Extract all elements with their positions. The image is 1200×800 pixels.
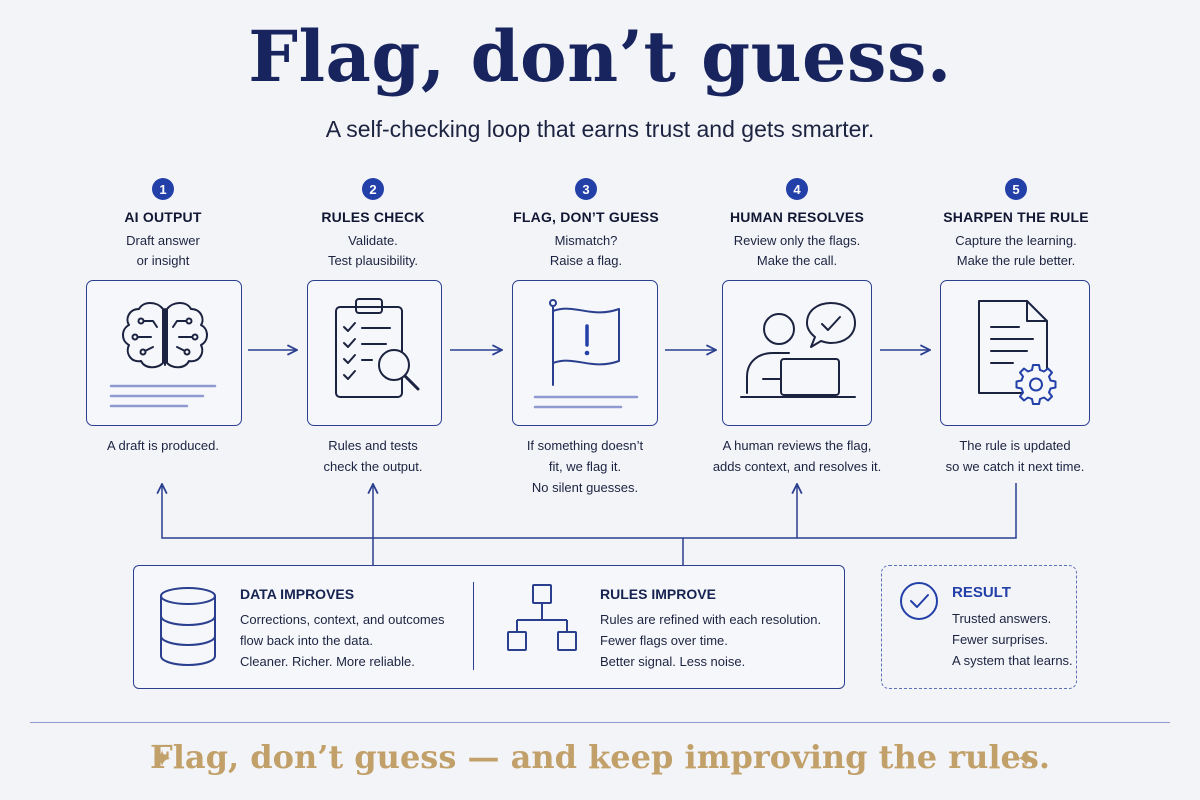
step-4-card	[722, 280, 872, 426]
step-3-number: 3	[575, 178, 597, 200]
footer-divider	[30, 722, 1170, 723]
database-icon	[160, 587, 216, 667]
step-3-sub-1: Mismatch?	[554, 233, 618, 248]
step-4-number: 4	[786, 178, 808, 200]
step-4-desc-1: A human reviews the flag,	[722, 438, 872, 453]
panel-divider	[473, 582, 474, 670]
step-1-title: AI OUTPUT	[124, 209, 202, 225]
flag-icon	[533, 299, 639, 409]
step-3-desc-3: No silent guesses.	[531, 480, 639, 495]
feedback-loop-line	[162, 483, 1017, 539]
result-line-1: Trusted answers.	[952, 611, 1052, 626]
step-5-desc-2: so we catch it next time.	[945, 459, 1085, 474]
step-1-number: 1	[152, 178, 174, 200]
data-improves-title: DATA IMPROVES	[240, 586, 355, 602]
step-1-card	[86, 280, 242, 426]
step-5-sub-2: Make the rule better.	[956, 253, 1076, 268]
data-improves-line-1: Corrections, context, and outcomes	[240, 612, 445, 627]
rules-improve-line-1: Rules are refined with each resolution.	[600, 612, 822, 627]
step-1-desc-1: A draft is produced.	[106, 438, 219, 453]
data-improves-line-3: Cleaner. Richer. More reliable.	[240, 654, 415, 669]
sparkle-icon-left: ✦	[152, 746, 173, 773]
step-2-number: 2	[362, 178, 384, 200]
step-3-desc-1: If something doesn’t	[526, 438, 644, 453]
sparkle-icon-right: ✦	[1016, 746, 1037, 773]
brain-icon	[109, 302, 217, 408]
clipboard-magnifier-icon	[335, 298, 420, 398]
step-2-card	[307, 280, 442, 426]
step-2-title: RULES CHECK	[321, 209, 425, 225]
step-1-sub-2: or insight	[136, 253, 190, 268]
step-2-desc-2: check the output.	[323, 459, 423, 474]
step-5-desc-1: The rule is updated	[959, 438, 1071, 453]
step-3-card	[512, 280, 658, 426]
result-line-3: A system that learns.	[952, 653, 1073, 668]
step-3-sub-2: Raise a flag.	[549, 253, 623, 268]
rules-improve-title: RULES IMPROVE	[600, 586, 716, 602]
step-3-title: FLAG, DON’T GUESS	[513, 209, 659, 225]
step-2-sub-1: Validate.	[348, 233, 398, 248]
document-gear-icon	[978, 300, 1057, 405]
person-laptop-icon	[740, 302, 856, 398]
step-4-sub-2: Make the call.	[756, 253, 838, 268]
step-5-title: SHARPEN THE RULE	[943, 209, 1089, 225]
step-4-title: HUMAN RESOLVES	[730, 209, 864, 225]
step-5-number: 5	[1005, 178, 1027, 200]
page-subtitle: A self-checking loop that earns trust an…	[325, 116, 875, 142]
improvements-panel: DATA IMPROVES Corrections, context, and …	[133, 565, 845, 689]
hierarchy-icon	[507, 584, 577, 651]
result-title: RESULT	[952, 584, 1011, 601]
check-circle-icon	[900, 582, 938, 620]
data-improves-line-2: flow back into the data.	[240, 633, 373, 648]
step-5-card	[940, 280, 1090, 426]
result-panel: RESULT Trusted answers. Fewer surprises.…	[881, 565, 1077, 689]
step-4-desc-2: adds context, and resolves it.	[712, 459, 882, 474]
rules-improve-line-3: Better signal. Less noise.	[600, 654, 746, 669]
step-4-sub-1: Review only the flags.	[733, 233, 861, 248]
step-2-desc-1: Rules and tests	[328, 438, 418, 453]
footer-tagline: Flag, don’t guess — and keep improving t…	[149, 738, 1050, 776]
rules-improve-line-2: Fewer flags over time.	[600, 633, 728, 648]
page-title: Flag, don’t guess.	[248, 15, 952, 98]
step-2-sub-2: Test plausibility.	[327, 253, 419, 268]
step-5-sub-1: Capture the learning.	[955, 233, 1077, 248]
step-1-sub-1: Draft answer	[126, 233, 200, 248]
result-line-2: Fewer surprises.	[952, 632, 1049, 647]
step-3-desc-2: fit, we flag it.	[548, 459, 622, 474]
